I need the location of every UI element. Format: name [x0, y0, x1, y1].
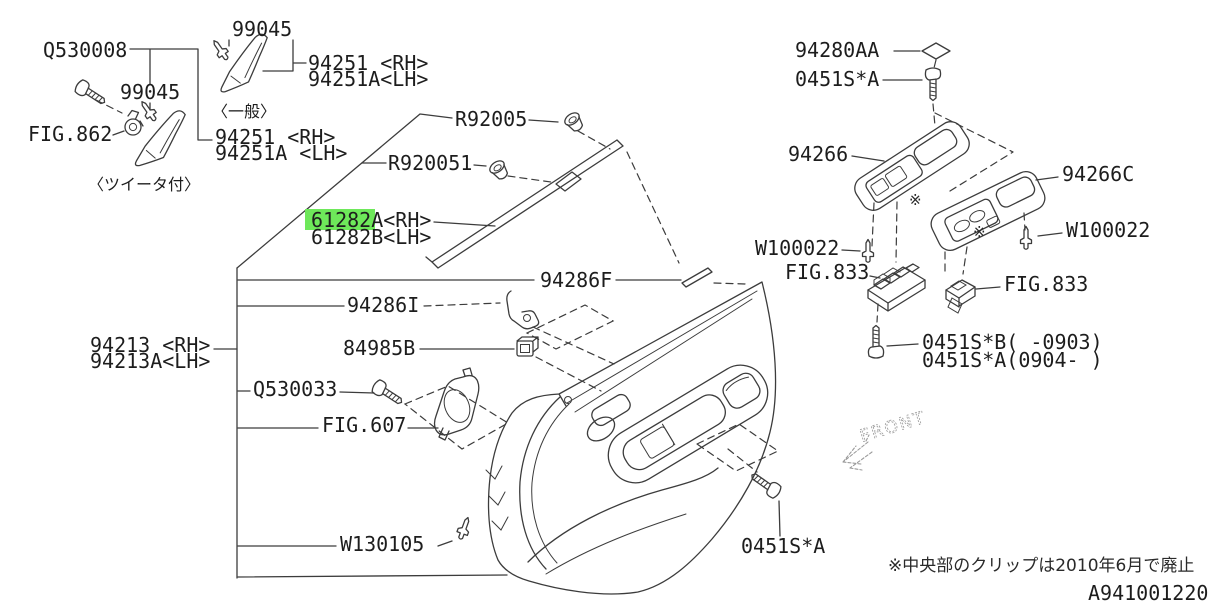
clip-99045-upper-drawing [208, 36, 233, 64]
single-switch-fig833-drawing [945, 279, 976, 314]
bezel-94266c-drawing [930, 170, 1046, 252]
part-label-84985b[interactable]: 84985B [343, 336, 415, 360]
part-label-99045-upper[interactable]: 99045 [232, 17, 292, 41]
window-switch-cutout [591, 393, 631, 427]
part-label-61282b-lh[interactable]: 61282B<LH> [311, 225, 431, 249]
part-label-r920051[interactable]: R920051 [388, 151, 472, 175]
part-label-99045-lower[interactable]: 99045 [120, 80, 180, 104]
part-label-94251a-lh-upper[interactable]: 94251A<LH> [308, 67, 428, 91]
part-label-q530008[interactable]: Q530008 [43, 38, 127, 62]
ref-mark-94266c: ※ [973, 223, 986, 241]
retainer-94286f-drawing [681, 267, 713, 288]
94280aa-pad-drawing [921, 42, 951, 60]
ref-mark-94266: ※ [909, 191, 922, 209]
part-label-94213a-lh[interactable]: 94213A<LH> [90, 349, 210, 373]
part-label-94251a-lh-lower[interactable]: 94251A <LH> [215, 141, 347, 165]
switch-bezel-assembly [841, 42, 1063, 359]
part-label-94266[interactable]: 94266 [788, 142, 848, 166]
clip-84985b-drawing [516, 336, 539, 357]
part-label-w100022-left[interactable]: W100022 [755, 236, 839, 260]
door-pocket-edge [527, 467, 719, 563]
part-label-w100022-right[interactable]: W100022 [1066, 218, 1150, 242]
part-label-61282a-rh[interactable]: 61282A<RH> [311, 208, 431, 232]
r920051-grommet-drawing [486, 157, 512, 183]
tweeter-cover-assembly [72, 30, 307, 173]
part-label-94251-rh-upper[interactable]: 94251 <RH> [308, 51, 428, 75]
hook-94286i-drawing [506, 290, 540, 330]
ref-label-fig862[interactable]: FIG.862 [28, 122, 112, 146]
diagram-id: A941001220 [1088, 581, 1208, 605]
part-label-94266c[interactable]: 94266C [1062, 162, 1134, 186]
part-label-94286i[interactable]: 94286I [347, 293, 419, 317]
r92005-grommet-drawing [561, 109, 587, 135]
front-direction-label: FRONT [858, 408, 929, 447]
part-label-0451s-a-upper[interactable]: 0451S*A [795, 67, 879, 91]
part-label-0451s-a-dated[interactable]: 0451S*A(0904- ) [922, 348, 1103, 372]
power-window-switch-fig833-drawing [867, 263, 926, 312]
q530008-screw-drawing [72, 77, 110, 110]
part-label-w130105[interactable]: W130105 [340, 532, 424, 556]
part-label-94213-rh[interactable]: 94213 <RH> [90, 333, 210, 357]
part-label-94286f[interactable]: 94286F [540, 268, 612, 292]
ref-label-fig607[interactable]: FIG.607 [322, 413, 406, 437]
belt-molding-assembly [213, 109, 746, 579]
0451s-b-screw-drawing [867, 324, 885, 359]
ref-label-fig833-left[interactable]: FIG.833 [785, 260, 869, 284]
bezel-94266-drawing [854, 121, 970, 211]
part-label-94280aa[interactable]: 94280AA [795, 38, 879, 62]
front-direction-arrow [842, 434, 873, 471]
clip-discontinued-note: ※中央部のクリップは2010年6月で廃止 [888, 556, 1194, 576]
part-label-94251-rh-lower[interactable]: 94251 <RH> [215, 125, 335, 149]
lower-screw-assembly [746, 468, 784, 537]
clip-w130105-drawing [454, 515, 474, 542]
0451s-a-lower-screw-drawing [746, 468, 784, 501]
ref-label-fig833-right[interactable]: FIG.833 [1004, 272, 1088, 296]
watershield-hatching [485, 465, 509, 531]
fig862-part-drawing [124, 109, 144, 136]
fig607-handle-bezel-drawing [433, 367, 480, 441]
part-label-r92005[interactable]: R92005 [455, 107, 527, 131]
belt-molding-61282-drawing [425, 139, 624, 269]
highlight-61282 [305, 209, 375, 230]
variant-label-general: 〈一般〉 [212, 102, 276, 121]
variant-label-with-tweeter: 〈ツイータ付〉 [88, 175, 200, 194]
part-label-0451s-a-lower[interactable]: 0451S*A [741, 534, 825, 558]
door-handle-cutout [586, 416, 616, 442]
armrest-drawing [607, 364, 769, 484]
part-label-0451s-b-dated[interactable]: 0451S*B( -0903) [922, 330, 1103, 354]
tweeter-cover-drawing [134, 104, 187, 173]
0451s-a-upper-screw-drawing [924, 67, 942, 102]
part-label-q530033[interactable]: Q530033 [253, 377, 337, 401]
q530033-screw-drawing [369, 377, 407, 410]
door-trim-panel-drawing [485, 281, 780, 595]
clip-w100022-right-drawing [1019, 225, 1033, 250]
